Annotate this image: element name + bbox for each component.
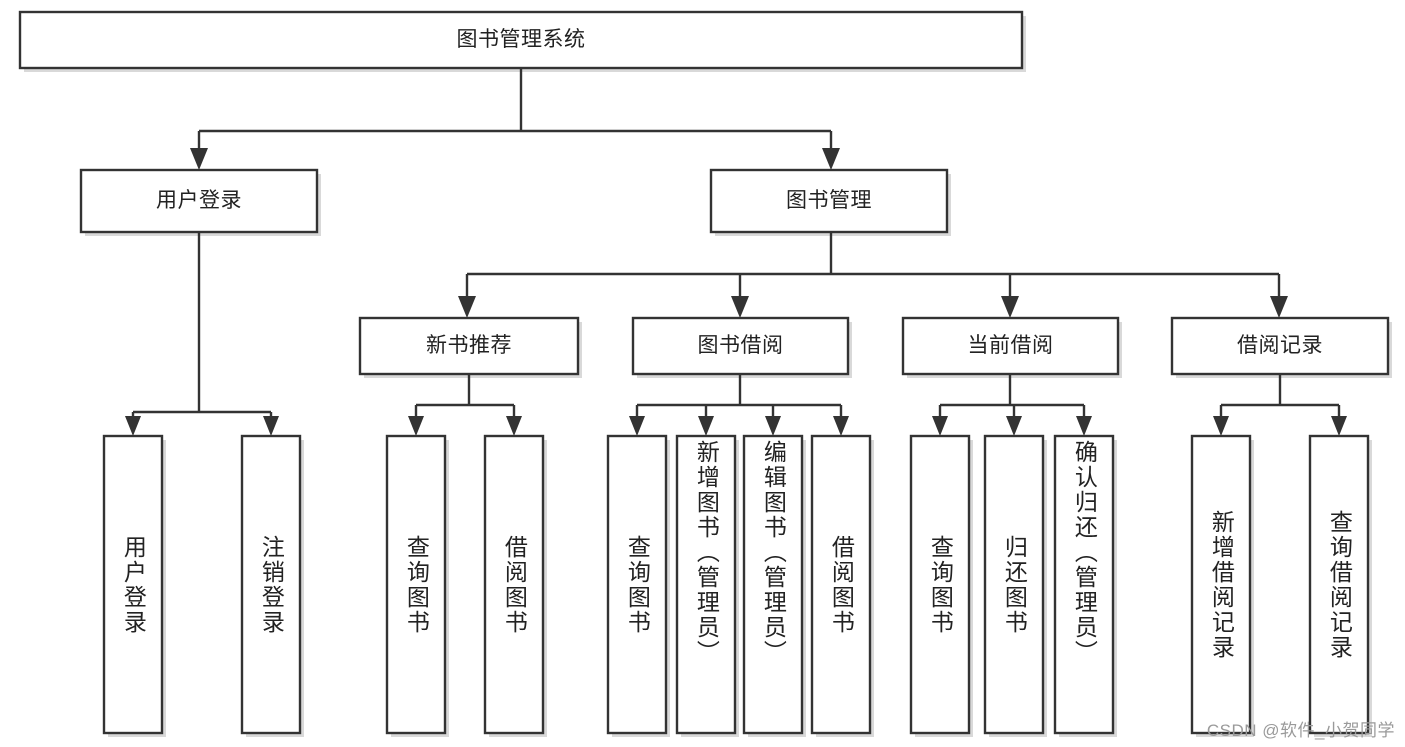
arrow-icon — [1076, 416, 1092, 436]
arrow-icon — [698, 416, 714, 436]
arrow-icon — [1213, 416, 1229, 436]
node-box-leaf-confirm-return-admin[interactable] — [1053, 434, 1115, 735]
arrow-icon — [408, 416, 424, 436]
arrow-icon — [822, 148, 840, 170]
node-box-leaf-add-book-admin[interactable] — [675, 434, 737, 735]
arrow-icon — [125, 416, 141, 436]
arrow-icon — [263, 416, 279, 436]
node-box-leaf-borrow-book-1[interactable] — [483, 434, 545, 735]
arrow-icon — [731, 296, 749, 318]
node-box-leaf-query-book-2[interactable] — [606, 434, 668, 735]
node-box-book-management[interactable] — [709, 168, 949, 234]
arrow-icon — [765, 416, 781, 436]
node-box-leaf-return-book[interactable] — [983, 434, 1045, 735]
node-box-current-borrow[interactable] — [901, 316, 1120, 376]
node-box-leaf-query-borrow-record[interactable] — [1308, 434, 1370, 735]
arrow-icon — [833, 416, 849, 436]
node-box-leaf-query-book-1[interactable] — [385, 434, 447, 735]
node-box-leaf-add-borrow-record[interactable] — [1190, 434, 1252, 735]
arrow-heads — [125, 148, 1347, 436]
node-box-leaf-user-logout[interactable] — [240, 434, 302, 735]
node-box-root[interactable] — [18, 10, 1024, 70]
arrow-icon — [1006, 416, 1022, 436]
node-box-leaf-edit-book-admin[interactable] — [742, 434, 804, 735]
arrow-icon — [1001, 296, 1019, 318]
node-box-new-book-recommend[interactable] — [358, 316, 580, 376]
connectors — [131, 68, 1341, 418]
arrow-icon — [506, 416, 522, 436]
watermark: CSDN @软件_小贺同学 — [1206, 721, 1395, 740]
node-box-book-borrow[interactable] — [631, 316, 850, 376]
arrow-icon — [932, 416, 948, 436]
node-box-leaf-borrow-book-2[interactable] — [810, 434, 872, 735]
node-boxes — [18, 10, 1390, 735]
arrow-icon — [629, 416, 645, 436]
arrow-icon — [1331, 416, 1347, 436]
arrow-icon — [458, 296, 476, 318]
node-box-leaf-query-book-3[interactable] — [909, 434, 971, 735]
arrow-icon — [1270, 296, 1288, 318]
node-box-leaf-user-login[interactable] — [102, 434, 164, 735]
arrow-icon — [190, 148, 208, 170]
node-box-borrow-record[interactable] — [1170, 316, 1390, 376]
node-box-user-login[interactable] — [79, 168, 319, 234]
